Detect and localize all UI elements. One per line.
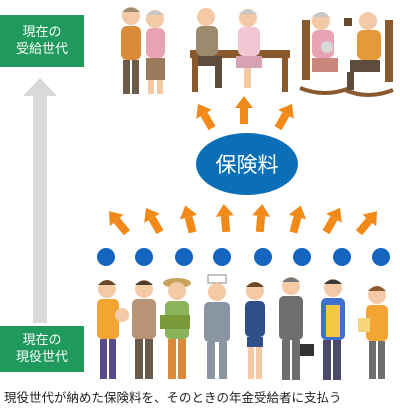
worker-woman-shopping: [358, 286, 388, 379]
contribution-dot: [254, 248, 272, 266]
workers-label-line2: 現役世代: [15, 350, 68, 365]
contribution-arrow: [215, 204, 234, 233]
worker-farmer: [160, 278, 191, 379]
insurance-premium-pool: 保険料: [196, 133, 298, 195]
contribution-dot: [135, 248, 153, 266]
worker-mother-with-baby: [97, 280, 129, 379]
elderly-couple-rocking-chairs: [299, 12, 394, 97]
contribution-arrows: [109, 204, 377, 236]
workers-label-line1: 現在の: [22, 333, 62, 348]
contribution-arrow: [355, 211, 377, 236]
working-generation: [97, 274, 388, 380]
contribution-arrow: [288, 205, 307, 234]
contribution-arrow: [109, 211, 131, 236]
payout-arrow-left: [196, 103, 216, 131]
payout-arrows: [196, 96, 294, 131]
worker-chef: [204, 274, 230, 379]
recipients-label-line1: 現在の: [22, 25, 62, 40]
worker-businessman: [279, 277, 314, 380]
contribution-dot: [372, 248, 390, 266]
contribution-dot: [97, 248, 115, 266]
contribution-dots: [97, 248, 390, 266]
contribution-dot: [293, 248, 311, 266]
contribution-arrow: [322, 207, 342, 235]
elderly-couple-standing: [121, 7, 165, 94]
contribution-dot: [333, 248, 351, 266]
worker-woman-office: [245, 282, 265, 379]
contribution-dot: [175, 248, 193, 266]
elderly-couple-bench: [190, 8, 290, 92]
worker-man-brown: [132, 280, 156, 379]
caption: 現役世代が納めた保険料を、そのときの年金受給者に支払う: [4, 390, 342, 405]
payout-arrow-right: [274, 103, 294, 131]
recipients-label-line2: 受給世代: [15, 42, 68, 57]
worker-man-apron: [321, 279, 345, 380]
contribution-arrow: [144, 207, 164, 235]
contribution-dot: [213, 248, 231, 266]
pool-label: 保険料: [215, 153, 279, 177]
payout-arrow-center: [235, 96, 253, 124]
workers-label: 現在の 現役世代: [0, 326, 84, 372]
recipients-label: 現在の 受給世代: [0, 15, 84, 67]
contribution-arrow: [252, 204, 271, 233]
contribution-arrow: [179, 205, 198, 234]
